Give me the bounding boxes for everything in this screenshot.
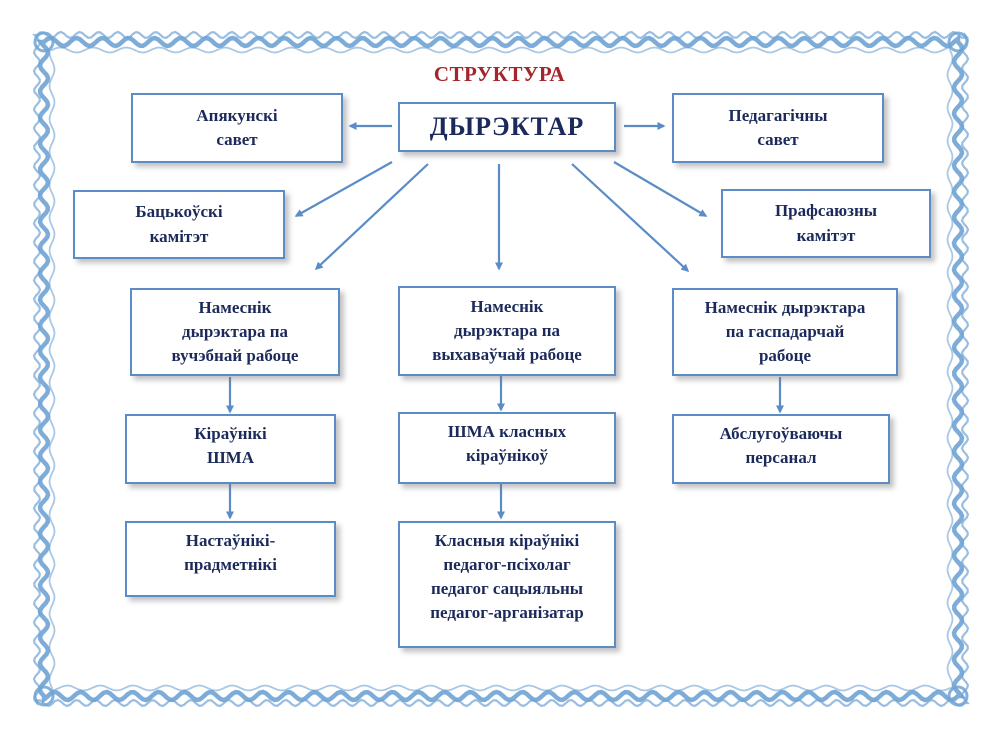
class-shma-label-line-1: ШМА класных (447, 422, 567, 441)
deputy-academic-box: Намеснік дырэктара па вучэбнай рабоце (130, 288, 340, 376)
director-label: ДЫРЭКТАР (429, 111, 585, 141)
class-shma-box: ШМА класных кіраўнікоў (398, 412, 616, 484)
deputy-academic-label-line-3: вучэбнай рабоце (171, 346, 299, 366)
deputy-economic-box: Намеснік дырэктара па гаспадарчай рабоце (672, 288, 898, 376)
parents-committee-label-line-1: Бацькоўскі (135, 202, 223, 222)
deputy-educational-label-line-3: выхаваўчай рабоце (432, 345, 582, 365)
subject-teachers-label-line-2: прадметнікі (184, 555, 277, 575)
service-staff-box: Абслугоўваючы персанал (672, 414, 890, 484)
parents-committee-box: Бацькоўскі камітэт (73, 190, 285, 259)
service-staff-label-line-1: Абслугоўваючы (719, 424, 843, 443)
director-box: ДЫРЭКТАР (398, 102, 616, 152)
pedagogical-council-label-line-1: Педагагічны (728, 105, 828, 125)
deputy-educational-label-line-2: дырэктара па (453, 320, 561, 340)
shma-heads-label-line-1: Кіраўнікі (194, 424, 267, 443)
subject-teachers-box: Настаўнікі- прадметнікі (125, 521, 336, 597)
frame-ornament (36, 34, 966, 704)
class-staff-label-line-2: педагог-псіхолаг (443, 555, 571, 575)
frame-corner-ornament (947, 31, 969, 53)
pedagogical-council-box: Педагагічны савет (672, 93, 884, 163)
guardian-council-box: Апякунскі савет (131, 93, 343, 163)
class-staff-label-line-1: Класныя кіраўнікі (434, 531, 580, 550)
deputy-economic-label-line-2: па гаспадарчай (725, 321, 845, 341)
union-committee-box: Прафсаюзны камітэт (721, 189, 931, 258)
subject-teachers-label-line-1: Настаўнікі- (185, 531, 276, 550)
parents-committee-label-line-2: камітэт (149, 226, 209, 246)
deputy-educational-label-line-1: Намеснік (470, 296, 544, 316)
class-shma-label-line-2: кіраўнікоў (465, 446, 549, 466)
union-committee-label-line-1: Прафсаюзны (774, 201, 878, 221)
class-staff-label-line-3: педагог сацыяльны (430, 579, 584, 599)
frame-corner-ornament (947, 685, 969, 707)
class-staff-box: Класныя кіраўнікі педагог-псіхолаг педаг… (398, 521, 616, 648)
deputy-economic-label-line-3: рабоце (758, 346, 812, 366)
deputy-economic-label-line-1: Намеснік дырэктара (704, 297, 866, 317)
pedagogical-council-label-line-2: савет (757, 130, 799, 149)
deputy-academic-label-line-2: дырэктара па (181, 321, 289, 341)
diagram-title: СТРУКТУРА (433, 62, 566, 86)
shma-heads-label-line-2: ШМА (207, 448, 254, 468)
frame-ornament (48, 46, 954, 692)
frame-corner-ornament (33, 31, 55, 53)
deputy-educational-box: Намеснік дырэктара па выхаваўчай рабоце (398, 286, 616, 376)
deputy-academic-label-line-1: Намеснік (198, 297, 272, 317)
shma-heads-box: Кіраўнікі ШМА (125, 414, 336, 484)
union-committee-label-line-2: камітэт (796, 225, 856, 245)
class-staff-label-line-4: педагог-арганізатар (430, 603, 584, 623)
service-staff-label-line-2: персанал (745, 448, 817, 468)
guardian-council-label-line-2: савет (216, 130, 258, 149)
frame-corner-ornament (33, 685, 55, 707)
guardian-council-label-line-1: Апякунскі (196, 105, 278, 125)
